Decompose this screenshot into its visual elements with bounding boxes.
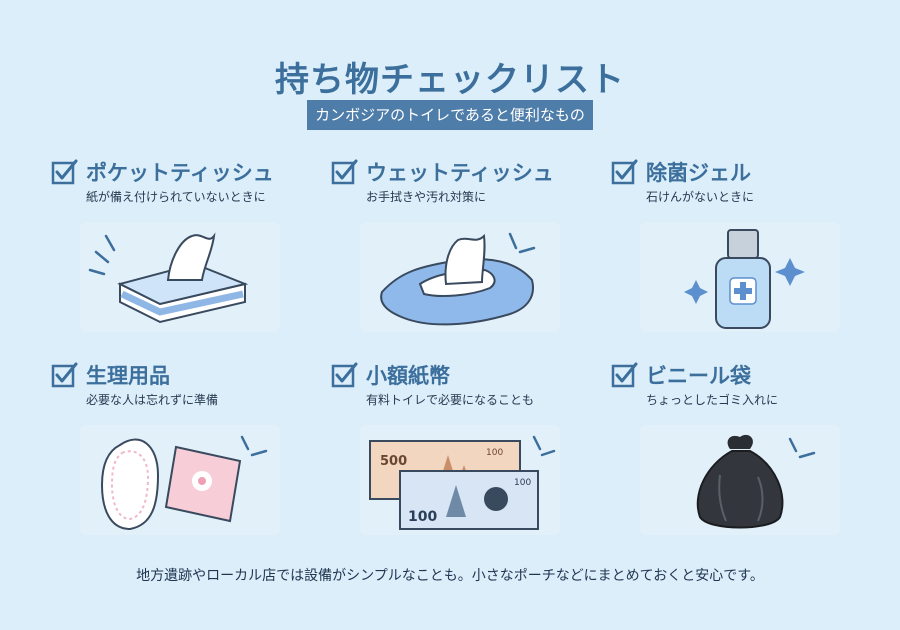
checkbox-icon [611,362,638,388]
page-title: 持ち物チェックリスト [275,60,625,100]
item-title: 小額紙幣 [366,364,450,388]
item-description: 紙が備え付けられていないときに [86,190,266,204]
item-description: 必要な人は忘れずに準備 [86,393,219,407]
checklist-item-plastic-bag: ビニール袋 ちょっとしたゴミ入れに [610,361,870,407]
checklist-item-sanitary-products: 生理用品 必要な人は忘れずに準備 [50,361,310,407]
banknote-value: 500 [380,454,407,469]
item-description: 有料トイレで必要になることも [366,393,535,407]
checkbox-icon [51,362,78,388]
checklist-item-small-bills: 小額紙幣 有料トイレで必要になることも [330,361,590,407]
item-title: 除菌ジェル [646,161,751,185]
item-title: ポケットティッシュ [86,161,274,185]
checkbox-icon [331,362,358,388]
banknotes-icon: 500 100 100 100 [360,425,560,535]
wet-wipes-icon [360,222,560,332]
sanitizer-bottle-icon [640,222,840,332]
banknote-100: 100 100 [399,470,539,530]
checkbox-icon [611,159,638,185]
checklist-item-pocket-tissue: ポケットティッシュ 紙が備え付けられていないときに [50,158,310,204]
tissue-box-icon [80,222,280,332]
checkbox-icon [51,159,78,185]
trash-bag-icon [640,425,840,535]
item-title: ビニール袋 [646,364,751,388]
sanitary-pad-icon [80,425,280,535]
checkbox-icon [331,159,358,185]
item-title: 生理用品 [86,364,170,388]
banknote-value: 100 [408,509,437,525]
banknote-corner-value: 100 [486,448,503,458]
footer-note: 地方遺跡やローカル店では設備がシンプルなことも。小さなポーチなどにまとめておくと… [136,568,764,584]
item-description: ちょっとしたゴミ入れに [646,393,779,407]
subtitle-banner: カンボジアのトイレであると便利なもの [0,100,900,130]
subtitle-text: カンボジアのトイレであると便利なもの [307,100,593,130]
item-description: 石けんがないときに [646,190,755,204]
checklist-item-wet-tissue: ウェットティッシュ お手拭きや汚れ対策に [330,158,590,204]
banknote-corner-value: 100 [514,478,531,488]
checklist-item-sanitizer-gel: 除菌ジェル 石けんがないときに [610,158,870,204]
item-description: お手拭きや汚れ対策に [366,190,487,204]
item-title: ウェットティッシュ [366,161,554,185]
